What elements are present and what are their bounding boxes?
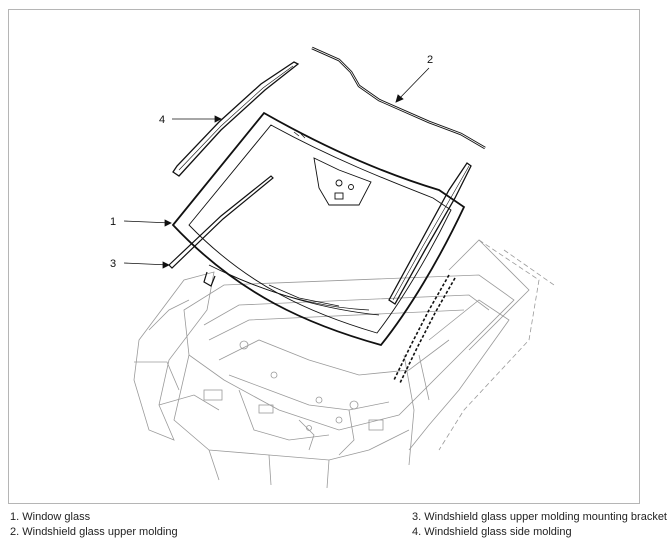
legend-text: Windshield glass upper molding mounting … bbox=[424, 511, 667, 523]
window-glass bbox=[171, 111, 466, 347]
callout-1: 1 bbox=[110, 216, 116, 228]
legend-column-left: 1. Window glass 2. Windshield glass uppe… bbox=[10, 510, 178, 540]
legend-column-right: 3. Windshield glass upper molding mounti… bbox=[412, 510, 667, 540]
legend-text: Window glass bbox=[22, 511, 91, 523]
pillar-trim-strip bbox=[393, 274, 456, 384]
legend-number: 2. bbox=[10, 526, 20, 538]
side-molding-left bbox=[172, 61, 300, 177]
roof-outline-dashed bbox=[438, 239, 555, 451]
side-molding-right bbox=[388, 162, 472, 305]
callout-3: 3 bbox=[110, 258, 116, 270]
windshield-exploded-diagram: 1 2 3 4 bbox=[110, 46, 555, 489]
legend-number: 3. bbox=[412, 511, 422, 523]
molding-mounting-bracket bbox=[168, 175, 274, 269]
legend-item-mounting-bracket: 3. Windshield glass upper molding mounti… bbox=[412, 510, 667, 525]
callout-2: 2 bbox=[427, 54, 433, 66]
legend-text: Windshield glass side molding bbox=[424, 526, 572, 538]
callout-leaders bbox=[123, 67, 430, 269]
legend-number: 1. bbox=[10, 511, 20, 523]
diagram-frame: 1 2 3 4 bbox=[8, 9, 640, 504]
legend-item-window-glass: 1. Window glass bbox=[10, 510, 178, 525]
vehicle-body-structure bbox=[133, 239, 530, 489]
legend-item-upper-molding: 2. Windshield glass upper molding bbox=[10, 525, 178, 540]
callout-4: 4 bbox=[159, 114, 165, 126]
legend-item-side-molding: 4. Windshield glass side molding bbox=[412, 525, 667, 540]
upper-molding bbox=[311, 46, 486, 150]
parts-legend: 1. Window glass 2. Windshield glass uppe… bbox=[0, 510, 670, 546]
legend-number: 4. bbox=[412, 526, 422, 538]
legend-text: Windshield glass upper molding bbox=[22, 526, 178, 538]
